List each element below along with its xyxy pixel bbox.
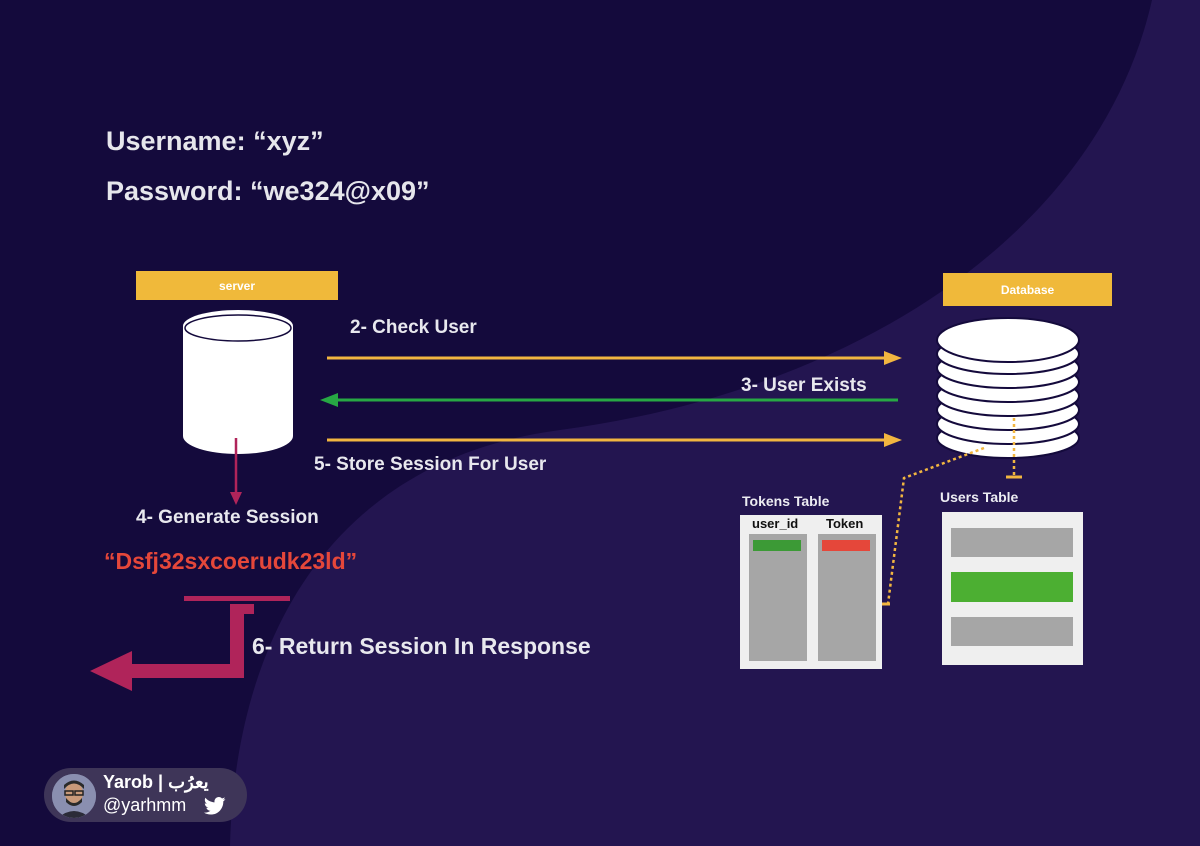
- step-generate-session: 4- Generate Session: [136, 507, 319, 528]
- tokens-token-column: [818, 534, 876, 661]
- return-session-arrow: [90, 596, 290, 691]
- users-table-connector: [1006, 418, 1022, 479]
- avatar-image: [52, 774, 96, 818]
- step-check-user: 2- Check User: [350, 317, 477, 338]
- author-name: Yarob | يعرُب: [103, 772, 209, 792]
- table-row-matched-user: [951, 572, 1073, 602]
- table-row-token: [822, 540, 870, 551]
- server-cylinder-icon: [183, 310, 293, 454]
- users-table: [942, 512, 1083, 665]
- username-text: Username: “xyz”: [106, 126, 324, 156]
- tokens-table: user_id Token: [740, 515, 882, 669]
- users-table-title: Users Table: [940, 489, 1019, 505]
- session-token-value: “Dsfj32sxcoerudk23ld”: [104, 548, 358, 574]
- step-store-session: 5- Store Session For User: [314, 454, 547, 475]
- step-user-exists: 3- User Exists: [741, 375, 867, 396]
- step-return-session: 6- Return Session In Response: [252, 633, 591, 659]
- table-row: [951, 528, 1073, 557]
- twitter-icon: [204, 797, 226, 815]
- server-label: server: [136, 271, 338, 300]
- tokens-user-id-column: [749, 534, 807, 661]
- password-text: Password: “we324@x09”: [106, 176, 430, 206]
- tokens-col-token: Token: [826, 516, 864, 531]
- generate-session-arrow: [230, 438, 242, 505]
- tokens-col-user-id: user_id: [752, 516, 799, 531]
- database-label: Database: [943, 273, 1112, 306]
- user-exists-arrow: [320, 393, 898, 407]
- table-row-user-id: [753, 540, 801, 551]
- store-session-arrow: [327, 433, 902, 447]
- tokens-table-title: Tokens Table: [742, 493, 830, 509]
- database-stack-icon: [936, 317, 1080, 459]
- check-user-arrow: [327, 351, 902, 365]
- table-row: [951, 617, 1073, 646]
- author-handle: @yarhmm: [103, 795, 187, 815]
